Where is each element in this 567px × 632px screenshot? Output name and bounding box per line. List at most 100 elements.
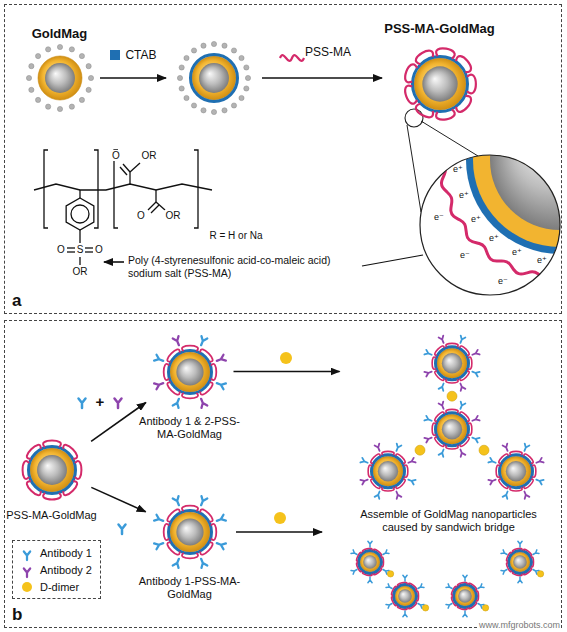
ctab-layer [499,454,532,487]
label-holder: e⁺ [537,255,547,266]
polymer-loop [374,568,382,575]
text-holder: PSS-MA-GoldMag [370,21,510,37]
antibody-symbol [374,443,381,451]
magnetic-core [398,589,412,603]
antibody-symbol [518,577,522,583]
antibody-symbol [154,380,164,389]
ctab-layer [371,454,404,487]
ctab-layer [435,412,468,445]
particle-shape [405,48,476,119]
text-holder: b [12,605,22,625]
chemical-structure [151,205,159,213]
antibody-symbol [438,448,445,456]
atom-label: O [136,210,146,221]
atom-label: O [94,244,104,255]
polymer-loop [381,487,393,491]
polymer-loop [404,465,408,477]
ctab-molecule [45,46,50,51]
atom-label: O [111,150,121,161]
antibody-symbol [471,435,479,442]
zoom-marker [405,109,423,127]
antibody-symbol [501,550,508,556]
chemical-structure [67,247,75,248]
polymer-loop [181,393,197,398]
particle-shape [22,440,81,499]
magnetic-core [513,555,527,569]
polymer-loop [409,583,417,590]
ctab-layer [168,510,211,553]
nanoparticle-node: PSS-MA-GoldMag [394,38,486,130]
ctab-molecule [179,86,184,91]
antibody-symbol [215,380,225,389]
atom-label: S [76,244,85,255]
antibody-symbol [458,382,465,390]
polymer-loop [43,440,61,446]
watermark: www.mfgrobots.com [478,620,561,630]
antibody-symbol [24,551,30,560]
antibody-symbol [351,568,358,574]
gold-shell [414,58,466,110]
ctab-molecule [69,104,74,109]
gold-shell [38,56,82,100]
polymer-loop [498,453,507,462]
ctab-layer [168,350,211,393]
ctab-molecule [184,55,189,60]
antibody-symbol [394,443,401,451]
d-dimer-dot [537,571,543,577]
chemical-structure [85,247,93,248]
ctab-molecule [201,108,206,113]
polymer-loop [368,465,372,477]
leader-line [362,255,423,266]
charge-label: e⁺ [459,190,469,200]
charge-label: e⁺ [471,214,481,224]
label-holder: O [56,244,66,256]
antibody-symbol [198,496,207,506]
polymer-loop [26,444,40,458]
sandwich-bridge [447,391,457,401]
ctab-layer [394,585,417,608]
charge-label: e⁻ [498,276,508,286]
polymer-loop [167,382,179,394]
ctab-molecule [86,87,91,92]
polymer-loop [468,423,472,435]
antibody-symbol [522,443,529,451]
polymer-loop [509,451,521,455]
text-holder: Antibody 1 & 2-PSS-MA-GoldMag [130,415,250,441]
nanoparticle-node: Antibody 1-PSS-MA-GoldMag [148,490,232,574]
ctab-layer [412,56,467,111]
legend-row: Antibody 2 [19,561,92,578]
polymer-loop [167,509,179,521]
particle-shape [14,432,90,508]
process-arrow [236,531,322,533]
polymer-loop [63,444,77,458]
gold-shell [437,348,467,378]
text-holder: PSS-MA-GoldMag [2,509,102,522]
polymer-icon [280,55,304,61]
polymer-loop [434,437,443,446]
charge-label: e⁺ [453,164,463,174]
atom-label: OR [141,150,158,161]
antibody-symbol [403,611,407,617]
process-arrow [234,371,340,373]
ctab-layer [454,585,477,608]
ctab-molecule [26,75,31,80]
callout-label: PSS-MA [305,45,351,59]
ctab-molecule [179,65,184,70]
legend-row: D-dimer [19,578,92,595]
chemical-structure [130,163,140,172]
polymer-loop [457,582,467,586]
antibody-symbol [488,457,496,464]
ctab-molecule [28,87,33,92]
chemical-structure [85,251,93,252]
particle-shape [394,38,486,130]
particle-label: PSS-MA-GoldMag [6,509,96,521]
chemical-structure [79,190,80,198]
chemical-structure [94,150,98,228]
chemical-structure [67,251,75,252]
label-holder: e⁻ [460,250,470,261]
gold-shell [373,456,403,486]
polymer-loop [436,109,455,119]
polymer-loop [498,479,507,488]
zoom-inset [420,66,567,295]
chemical-structure [79,230,80,243]
